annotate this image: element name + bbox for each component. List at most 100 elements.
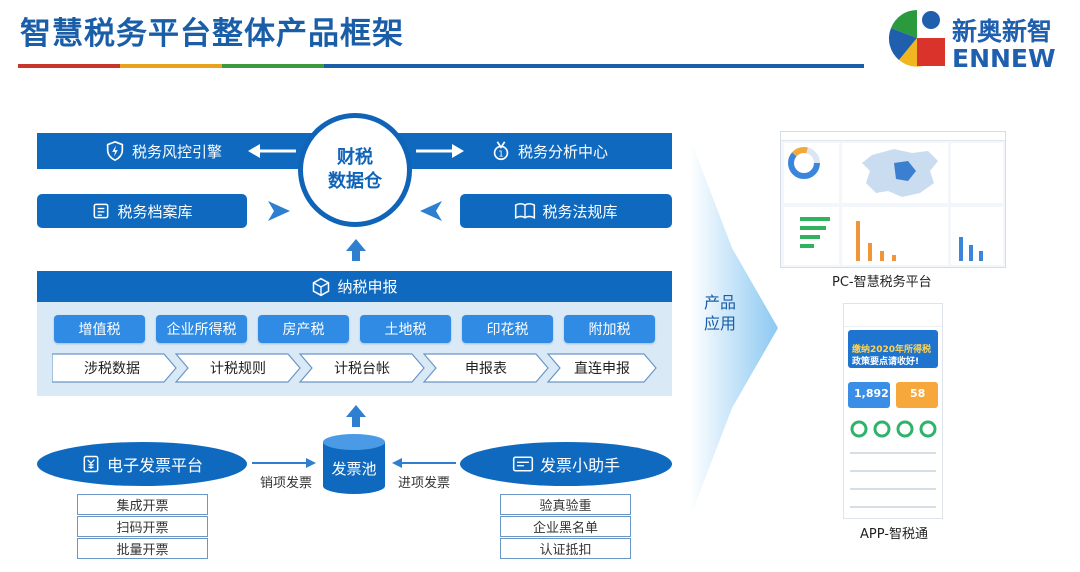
yen-receipt-icon	[83, 455, 99, 473]
app-list-line-2	[850, 470, 936, 472]
tax-property: 房产税	[258, 315, 349, 343]
tax-surcharge-label: 附加税	[588, 322, 631, 338]
assistant-item-2: 企业黑名单	[500, 516, 631, 537]
flow-step-1: 涉税数据	[84, 361, 140, 377]
e-invoice-label: 电子发票平台	[81, 452, 203, 476]
arrow-to-center-left-icon	[268, 201, 290, 221]
app-banner-line2: 政策要点请收好!	[852, 357, 920, 367]
cube-icon	[313, 277, 330, 296]
e-invoice-text: 电子发票平台	[106, 456, 203, 475]
invoice-assistant-label: 发票小助手	[512, 452, 620, 476]
analysis-center-label: 1 税务分析中心	[490, 139, 608, 163]
e-invoice-item-1: 集成开票	[77, 494, 208, 515]
data-warehouse-line2: 数据仓	[328, 171, 382, 192]
tax-law-box: 税务法规库	[460, 194, 672, 228]
purchase-invoice-label: 进项发票	[398, 476, 451, 491]
pc-panel-list	[951, 143, 1003, 203]
arrow-right-icon	[416, 144, 464, 158]
invoice-pool-cylinder	[323, 434, 385, 494]
ennew-logo-mark	[888, 10, 945, 67]
document-stack-icon	[94, 203, 109, 219]
arrow-sales-invoice-icon	[252, 458, 316, 468]
pc-bar-1	[800, 217, 830, 221]
tax-stamp: 印花税	[462, 315, 553, 343]
tax-land: 土地税	[360, 315, 451, 343]
pc-small-col-1	[959, 237, 963, 261]
app-banner-line1: 缴纳2020年所得税	[852, 345, 932, 355]
invoice-assistant-text: 发票小助手	[539, 456, 620, 475]
app-topbar	[844, 304, 942, 327]
flow-chevrons	[52, 353, 657, 383]
pc-small-col-3	[979, 251, 983, 261]
app-stat-card-1	[848, 382, 890, 408]
shield-bolt-icon	[106, 140, 124, 162]
pc-panel-small-columns	[951, 207, 1003, 265]
logo-chinese-name: 新奥新智	[952, 17, 1053, 46]
app-list-line-1	[850, 452, 936, 454]
pc-col-1	[856, 221, 860, 261]
pc-topbar	[781, 132, 1005, 141]
tax-corporate-income: 企业所得税	[156, 315, 247, 343]
pc-col-4	[892, 255, 896, 261]
arrow-left-icon	[248, 144, 296, 158]
declaration-title: 纳税申报	[337, 278, 398, 296]
medal-icon: 1	[493, 141, 509, 161]
svg-text:1: 1	[498, 149, 503, 159]
pc-donut-chart	[788, 147, 820, 179]
sales-invoice-label: 销项发票	[260, 476, 313, 491]
assistant-item-1: 验真验重	[500, 494, 631, 515]
title-underline-orange	[120, 64, 222, 68]
pc-panel-bars	[784, 207, 839, 265]
arrow-purchase-invoice-icon	[392, 458, 456, 468]
pc-bar-2	[800, 226, 826, 230]
flow-step-5: 直连申报	[574, 361, 630, 377]
tax-law-label: 税务法规库	[514, 201, 618, 222]
arrow-up-pool-icon	[346, 405, 366, 427]
title-underline-green	[222, 64, 324, 68]
risk-engine-text: 税务风控引擎	[132, 142, 223, 161]
book-icon	[515, 203, 536, 220]
app-stat-1: 1,892	[854, 387, 889, 400]
app-banner	[848, 330, 938, 368]
product-application-label: 产品 应用	[698, 292, 742, 334]
pc-col-2	[868, 243, 872, 261]
app-list-line-4	[850, 506, 936, 508]
pc-platform-screenshot	[780, 131, 1006, 268]
tax-archive-label: 税务档案库	[91, 201, 193, 222]
analysis-center-text: 税务分析中心	[518, 142, 609, 161]
app-screenshot: 缴纳2020年所得税 政策要点请收好! 1,892 58	[843, 303, 943, 519]
pc-bar-4	[800, 244, 814, 248]
declaration-header: 纳税申报	[37, 271, 672, 302]
flow-step-3: 计税台帐	[334, 361, 390, 377]
invoice-pool-label: 发票池	[331, 460, 377, 478]
flow-step-2: 计税规则	[210, 361, 266, 377]
tax-vat: 增值税	[54, 315, 145, 343]
app-list-line-3	[850, 488, 936, 490]
pc-bar-3	[800, 235, 820, 239]
tax-land-label: 土地税	[384, 322, 427, 338]
tax-property-label: 房产税	[282, 322, 325, 338]
pc-col-3	[880, 251, 884, 261]
e-invoice-platform: 电子发票平台	[37, 442, 247, 486]
tax-stamp-label: 印花税	[486, 322, 529, 338]
declaration-label: 纳税申报	[311, 276, 398, 297]
page-title: 智慧税务平台整体产品框架	[20, 16, 404, 52]
pc-panel-map	[842, 143, 948, 203]
title-underline-blue	[324, 64, 864, 68]
tax-surcharge: 附加税	[564, 315, 655, 343]
pc-panel-columns	[842, 207, 948, 265]
risk-engine-label: 税务风控引擎	[104, 139, 222, 163]
product-application-line1: 产品	[703, 293, 736, 312]
invoice-card-icon	[512, 456, 534, 472]
product-application-arrow	[690, 138, 778, 518]
e-invoice-item-3: 批量开票	[77, 538, 208, 559]
product-application-line2: 应用	[703, 314, 736, 333]
app-caption: APP-智税通	[860, 527, 928, 542]
tax-corporate-income-label: 企业所得税	[166, 322, 237, 338]
title-underline-red	[18, 64, 120, 68]
assistant-item-3: 认证抵扣	[500, 538, 631, 559]
tax-archive-box: 税务档案库	[37, 194, 247, 228]
pc-small-col-2	[969, 245, 973, 261]
pc-caption: PC-智慧税务平台	[832, 275, 932, 290]
flow-step-4: 申报表	[465, 361, 507, 377]
